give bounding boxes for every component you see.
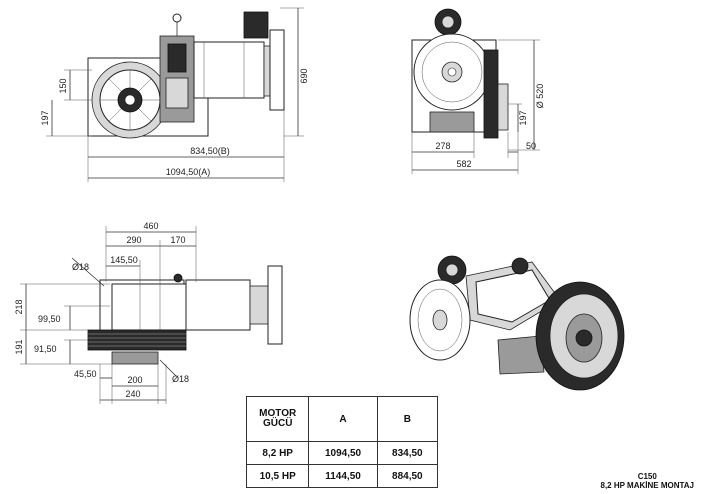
dim-218: 218	[14, 299, 24, 314]
drawing-caption: C150 8,2 HP MAKİNE MONTAJ	[601, 472, 695, 490]
row-a-value: 1144,50	[308, 464, 378, 488]
dim-197-side: 197	[40, 110, 50, 125]
plan-view: 460 290 170 Ø18 145,50 218 99,50 191 91,…	[14, 221, 283, 404]
table-header-row: MOTOR GÜCÜ A B	[245, 396, 439, 442]
dim-150: 150	[58, 78, 68, 93]
dim-diameter-520: Ø 520	[535, 84, 545, 109]
header-motor-power-text: MOTOR GÜCÜ	[259, 408, 297, 429]
row-power: 10,5 HP	[245, 464, 310, 488]
dim-hole-bottom: Ø18	[172, 374, 189, 384]
dim-91-50: 91,50	[34, 344, 57, 354]
row-b-value: 884,50	[376, 464, 439, 488]
dim-240: 240	[125, 389, 140, 399]
dim-hole-top: Ø18	[72, 262, 89, 272]
dim-290: 290	[126, 235, 141, 245]
dim-191: 191	[14, 339, 24, 354]
dim-45-50: 45,50	[74, 369, 97, 379]
table-row: 8,2 HP 1094,50 834,50	[245, 441, 439, 465]
caption-model: C150	[637, 472, 657, 481]
isometric-view	[409, 255, 625, 391]
dim-1094-a: 1094,50(A)	[166, 167, 211, 177]
front-view: Ø 520 197 278 50 582	[411, 8, 545, 174]
dim-200: 200	[127, 375, 142, 385]
header-a: A	[308, 396, 378, 442]
caption-description: 8,2 HP MAKİNE MONTAJ	[600, 481, 695, 490]
dim-278: 278	[435, 141, 450, 151]
row-power: 8,2 HP	[245, 441, 310, 465]
table-row: 10,5 HP 1144,50 884,50	[245, 464, 439, 488]
motor-spec-table: MOTOR GÜCÜ A B 8,2 HP 1094,50 834,50 10,…	[245, 396, 439, 488]
dim-170: 170	[170, 235, 185, 245]
dim-690: 690	[299, 68, 309, 83]
dim-50: 50	[526, 141, 536, 151]
header-motor-power: MOTOR GÜCÜ	[245, 396, 310, 442]
dim-145-50: 145,50	[110, 255, 138, 265]
side-view: 690 150 197 834,50(B) 1094,50(A)	[40, 7, 309, 182]
dim-197-front: 197	[518, 110, 528, 125]
row-a-value: 1094,50	[308, 441, 378, 465]
dim-460: 460	[143, 221, 158, 231]
dim-582: 582	[456, 159, 471, 169]
dim-99-50: 99,50	[38, 314, 61, 324]
row-b-value: 834,50	[376, 441, 439, 465]
dim-834-b: 834,50(B)	[190, 146, 230, 156]
header-b: B	[376, 396, 439, 442]
